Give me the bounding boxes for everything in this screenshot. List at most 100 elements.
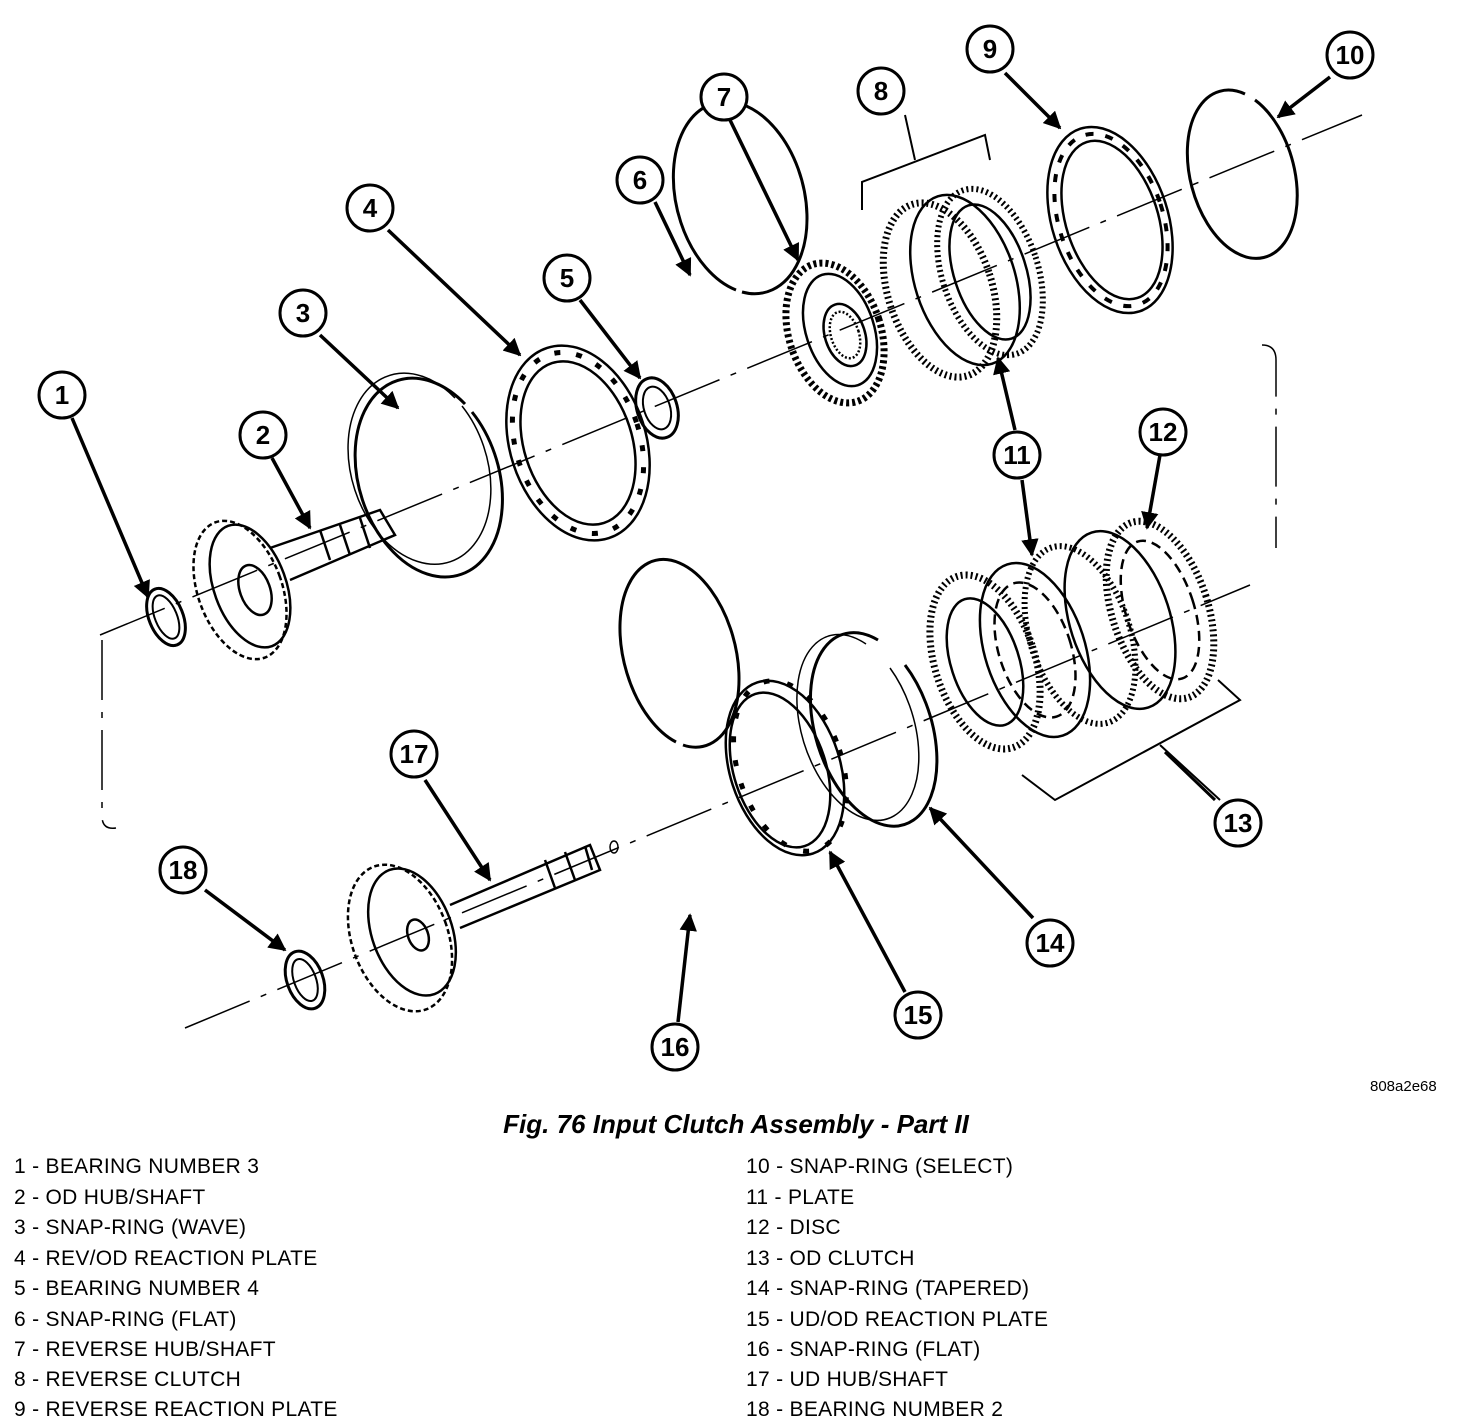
callout-circle — [238, 410, 288, 460]
lower-axis-line — [184, 584, 1251, 1029]
callout-8: 8 — [856, 66, 906, 116]
callout-number: 10 — [1336, 40, 1365, 70]
legend-item: 1 - BEARING NUMBER 3 — [14, 1155, 260, 1178]
callout-circle — [699, 72, 749, 122]
callout-4: 4 — [345, 183, 395, 233]
callout-14: 14 — [1025, 918, 1075, 968]
callout-number: 13 — [1224, 808, 1253, 838]
callout-circle — [158, 845, 208, 895]
callout-circle — [1025, 918, 1075, 968]
callout-15: 15 — [893, 990, 943, 1040]
callout-11: 11 — [992, 430, 1042, 480]
legend-item: 12 - DISC — [746, 1216, 841, 1239]
legend-item: 18 - BEARING NUMBER 2 — [746, 1398, 1004, 1421]
legend-item: 9 - REVERSE REACTION PLATE — [14, 1398, 338, 1421]
callout-circle — [1325, 30, 1375, 80]
rev-od-reaction-plate — [505, 344, 651, 542]
snap-ring-wave — [347, 372, 504, 579]
callout-number: 14 — [1036, 928, 1065, 958]
callout-circle — [1213, 798, 1263, 848]
callout-7: 7 — [699, 72, 749, 122]
callout-number: 5 — [560, 263, 574, 293]
leader-13 — [1163, 750, 1217, 802]
legend-item: 15 - UD/OD REACTION PLATE — [746, 1308, 1049, 1331]
leader-11a — [993, 356, 1017, 431]
callout-1: 1 — [37, 370, 87, 420]
callout-3: 3 — [278, 288, 328, 338]
bearing-number-2 — [283, 949, 327, 1011]
leader-1 — [70, 417, 150, 599]
leader-15 — [828, 850, 907, 993]
legend-item: 14 - SNAP-RING (TAPERED) — [746, 1277, 1030, 1300]
legend-item: 13 - OD CLUTCH — [746, 1247, 915, 1270]
callout-circle — [542, 253, 592, 303]
callout-number: 9 — [983, 34, 997, 64]
leader-12 — [1141, 454, 1162, 530]
leader-4 — [386, 228, 522, 357]
callout-17: 17 — [389, 729, 439, 779]
callout-number: 12 — [1149, 417, 1178, 447]
callout-9: 9 — [965, 24, 1015, 74]
legend-item: 3 - SNAP-RING (WAVE) — [14, 1216, 247, 1239]
leader-14 — [928, 806, 1035, 920]
callout-number: 1 — [55, 380, 69, 410]
leader-6 — [653, 201, 692, 277]
reverse-hub-shaft — [782, 259, 888, 407]
callout-circle — [965, 24, 1015, 74]
continuation-bracket — [101, 344, 1277, 829]
leader-9 — [1003, 71, 1062, 130]
leader-10 — [1276, 75, 1332, 119]
ud-hub-shaft — [346, 840, 619, 1013]
callout-circle — [650, 1022, 700, 1072]
callout-18: 18 — [158, 845, 208, 895]
bearing-number-4 — [634, 376, 680, 440]
callout-number: 18 — [169, 855, 198, 885]
callout-circle — [37, 370, 87, 420]
leader-18 — [203, 888, 287, 952]
callout-number: 6 — [633, 165, 647, 195]
callout-16: 16 — [650, 1022, 700, 1072]
callout-number: 15 — [904, 1000, 933, 1030]
callout-number: 16 — [661, 1032, 690, 1062]
reverse-reaction-plate — [1046, 125, 1174, 315]
reverse-clutch-bracket — [861, 114, 991, 210]
leader-5 — [578, 298, 642, 380]
leader-7 — [728, 119, 800, 262]
legend-item: 17 - UD HUB/SHAFT — [746, 1368, 949, 1391]
legend-item: 4 - REV/OD REACTION PLATE — [14, 1247, 318, 1270]
snap-ring-select — [1185, 88, 1299, 260]
legend-item: 2 - OD HUB/SHAFT — [14, 1186, 206, 1209]
leader-17 — [423, 779, 492, 882]
bearing-number-3 — [145, 586, 187, 648]
legend-item: 16 - SNAP-RING (FLAT) — [746, 1338, 981, 1361]
leader-3 — [318, 333, 400, 410]
callout-number: 3 — [296, 298, 310, 328]
snap-ring-tapered — [796, 631, 939, 828]
callout-circle — [345, 183, 395, 233]
leader-11b — [1020, 479, 1039, 557]
callout-5: 5 — [542, 253, 592, 303]
callout-6: 6 — [615, 155, 665, 205]
callout-circle — [1138, 407, 1188, 457]
figure-caption: Fig. 76 Input Clutch Assembly - Part II — [503, 1109, 969, 1139]
callout-2: 2 — [238, 410, 288, 460]
legend-item: 11 - PLATE — [746, 1186, 855, 1209]
legend-item: 5 - BEARING NUMBER 4 — [14, 1277, 260, 1300]
callout-13: 13 — [1213, 798, 1263, 848]
callout-number: 4 — [363, 193, 378, 223]
ud-od-reaction-plate — [724, 678, 849, 857]
callout-number: 2 — [256, 420, 270, 450]
reverse-clutch-pack — [879, 185, 1046, 381]
callout-circle — [615, 155, 665, 205]
leader-2 — [270, 457, 312, 530]
od-hub-shaft — [192, 508, 397, 661]
od-clutch-pack — [926, 517, 1218, 753]
callout-number: 11 — [1003, 440, 1031, 470]
callout-number: 8 — [874, 76, 888, 106]
legend-item: 7 - REVERSE HUB/SHAFT — [14, 1338, 276, 1361]
callout-10: 10 — [1325, 30, 1375, 80]
leader-16 — [676, 913, 697, 1023]
snap-ring-flat-lower — [618, 558, 741, 749]
